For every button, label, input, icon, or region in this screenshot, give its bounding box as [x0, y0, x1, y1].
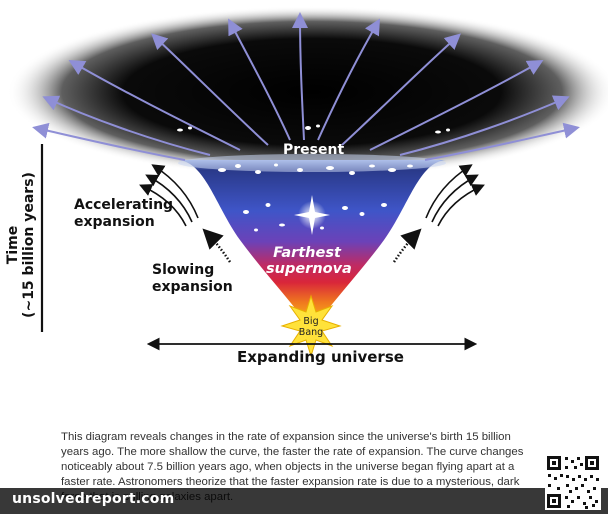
accelerating-arrows-left — [139, 164, 199, 227]
expansion-funnel — [178, 160, 446, 330]
slowing-arrows — [202, 228, 422, 263]
big-bang-line1: Big — [303, 316, 319, 327]
farthest-supernova-line2: supernova — [266, 261, 352, 277]
expansion-arrows — [32, 12, 580, 161]
watermark-bar: unsolvedreport.com — [0, 488, 608, 514]
slowing-line1: Slowing — [152, 262, 215, 278]
accelerating-arrows-right — [425, 164, 485, 227]
accelerating-expansion-label: Accelerating expansion — [74, 197, 173, 231]
big-bang-label: Big Bang — [294, 316, 328, 338]
slowing-expansion-label: Slowing expansion — [152, 262, 233, 296]
time-line2: (~15 billion years) — [21, 172, 37, 318]
present-rim — [178, 154, 446, 172]
farthest-supernova-line1: Farthest — [273, 245, 341, 261]
watermark-text: unsolvedreport.com — [12, 491, 175, 507]
time-axis-label: Time (~15 billion years) — [5, 160, 45, 330]
present-label: Present — [283, 142, 345, 158]
galaxies — [177, 124, 450, 232]
accelerating-line2: expansion — [74, 214, 155, 230]
supernova-star — [294, 195, 330, 235]
time-line1: Time — [5, 225, 21, 265]
farthest-supernova-label: Farthest supernova — [266, 245, 352, 277]
watermark-band — [0, 488, 608, 514]
big-bang-line2: Bang — [298, 327, 324, 338]
qr-code — [545, 454, 601, 510]
accelerating-line1: Accelerating — [74, 197, 174, 213]
qr-code-icon — [545, 454, 601, 510]
big-bang-burst — [280, 294, 342, 358]
expanding-universe-label: Expanding universe — [237, 348, 404, 366]
slowing-line2: expansion — [152, 279, 233, 295]
